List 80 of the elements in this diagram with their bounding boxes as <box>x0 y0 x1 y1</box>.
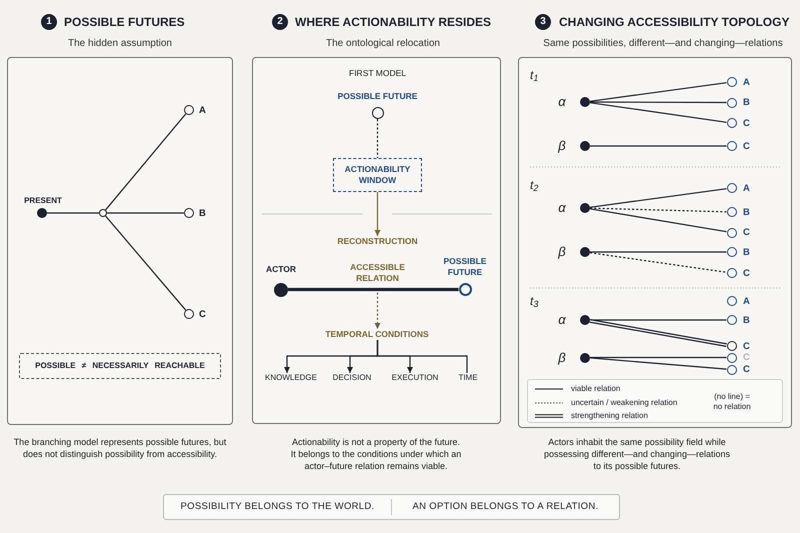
number-badge: 1 <box>41 14 57 30</box>
actor-symbol: β <box>557 139 567 153</box>
future-letter: A <box>743 182 751 194</box>
future-letter: C <box>743 227 751 238</box>
edge-label: ACCESSIBLE RELATION <box>349 262 406 284</box>
number-badge: 2 <box>272 14 288 30</box>
future-letter: C <box>743 364 751 375</box>
connector-line <box>590 356 726 358</box>
future-letter: B <box>743 314 751 326</box>
panel-subtitle: The ontological relocation <box>325 38 441 50</box>
connector-line <box>590 208 727 232</box>
panel-subtitle: Same possibilities, different—and changing—relations <box>542 38 784 50</box>
connector-line <box>590 145 726 147</box>
arrow <box>374 292 380 329</box>
future-letter: C <box>743 268 751 278</box>
actor-symbol: α <box>557 313 567 327</box>
dashed-line <box>590 208 727 212</box>
dashed-window-box: ACTIONABILITY WINDOW <box>333 158 422 192</box>
number-badge: 3 <box>535 14 551 30</box>
legend-label: viable relation <box>571 384 620 394</box>
future-letter: C <box>199 308 207 320</box>
future-letter: B <box>743 246 751 258</box>
connector-line <box>376 340 468 373</box>
future-letter: B <box>743 206 751 218</box>
connector-line <box>590 82 727 102</box>
banner-text: POSSIBILITY BELONGS TO THE WORLD. <box>180 501 374 513</box>
condition-label: DECISION <box>330 373 374 383</box>
time-label: t$_{2}$ <box>530 178 540 193</box>
actor-symbol: α <box>557 95 567 109</box>
dashed-note-box: POSSIBLE ≠ NECESSARILY REACHABLE <box>19 353 221 379</box>
future-letter: C <box>743 140 751 152</box>
node-label: ACTOR <box>264 264 298 274</box>
actor-symbol: α <box>557 201 567 215</box>
node-label: POSSIBLE FUTURE <box>442 256 488 278</box>
connector-line <box>590 101 726 104</box>
future-letter: C <box>743 340 751 352</box>
connector-line <box>105 216 186 311</box>
panel-heading: CHANGING ACCESSIBILITY TOPOLOGY <box>559 15 790 29</box>
dashed-line <box>376 119 378 158</box>
stage-label: RECONSTRUCTION <box>330 236 425 247</box>
connector-line <box>107 212 184 214</box>
legend-label: uncertain / weakening relation <box>571 398 678 408</box>
panel-subtitle: The hidden assumption <box>67 38 173 50</box>
time-label: t$_{1}$ <box>530 68 540 83</box>
condition-label: TIME <box>455 373 481 383</box>
dashed-line <box>590 252 727 273</box>
arrow <box>374 192 380 236</box>
future-letter: C <box>743 118 751 128</box>
node-label: POSSIBLE FUTURE <box>336 90 418 102</box>
connector-line <box>590 251 726 253</box>
statement-banner <box>163 494 620 520</box>
node-label: PRESENT <box>23 195 63 206</box>
future-letter: B <box>199 208 207 218</box>
connector-line <box>590 357 727 370</box>
future-letter: A <box>743 76 751 88</box>
panel-heading: POSSIBLE FUTURES <box>64 15 185 29</box>
time-label: t$_{3}$ <box>530 294 540 309</box>
panel-caption: The branching model represents possible futures, but does not distinguish possibility from accessibility. <box>12 436 228 460</box>
panel-caption: Actionability is not a property of the future. It belongs to the conditions under which an actor–future relation remains viable. <box>290 436 462 472</box>
future-letter: A <box>743 296 751 306</box>
condition-label: KNOWLEDGE <box>262 373 320 383</box>
double-line <box>590 319 727 347</box>
connector-line <box>105 113 186 210</box>
panel-heading: WHERE ACTIONABILITY RESIDES <box>295 15 492 29</box>
actor-symbol: β <box>557 350 567 364</box>
legend-label: strengthening relation <box>571 410 648 420</box>
future-letter: A <box>199 104 207 116</box>
legend-note: (no line) = no relation <box>712 392 752 412</box>
banner-text: AN OPTION BELONGS TO A RELATION. <box>412 501 598 513</box>
panel-caption: Actors inhabit the same possibility field while possessing different—and changing—relations to its possible futures. <box>544 436 730 472</box>
condition-label: EXECUTION <box>389 373 441 383</box>
actor-symbol: β <box>557 245 567 259</box>
future-letter: C <box>743 352 751 363</box>
stage-label: TEMPORAL CONDITIONS <box>322 329 432 340</box>
connector-line <box>47 212 99 214</box>
connector-line <box>590 188 727 208</box>
section-label: FIRST MODEL <box>348 68 407 79</box>
connector-line <box>590 102 727 123</box>
thick-line <box>288 288 458 292</box>
future-letter: B <box>743 97 751 108</box>
